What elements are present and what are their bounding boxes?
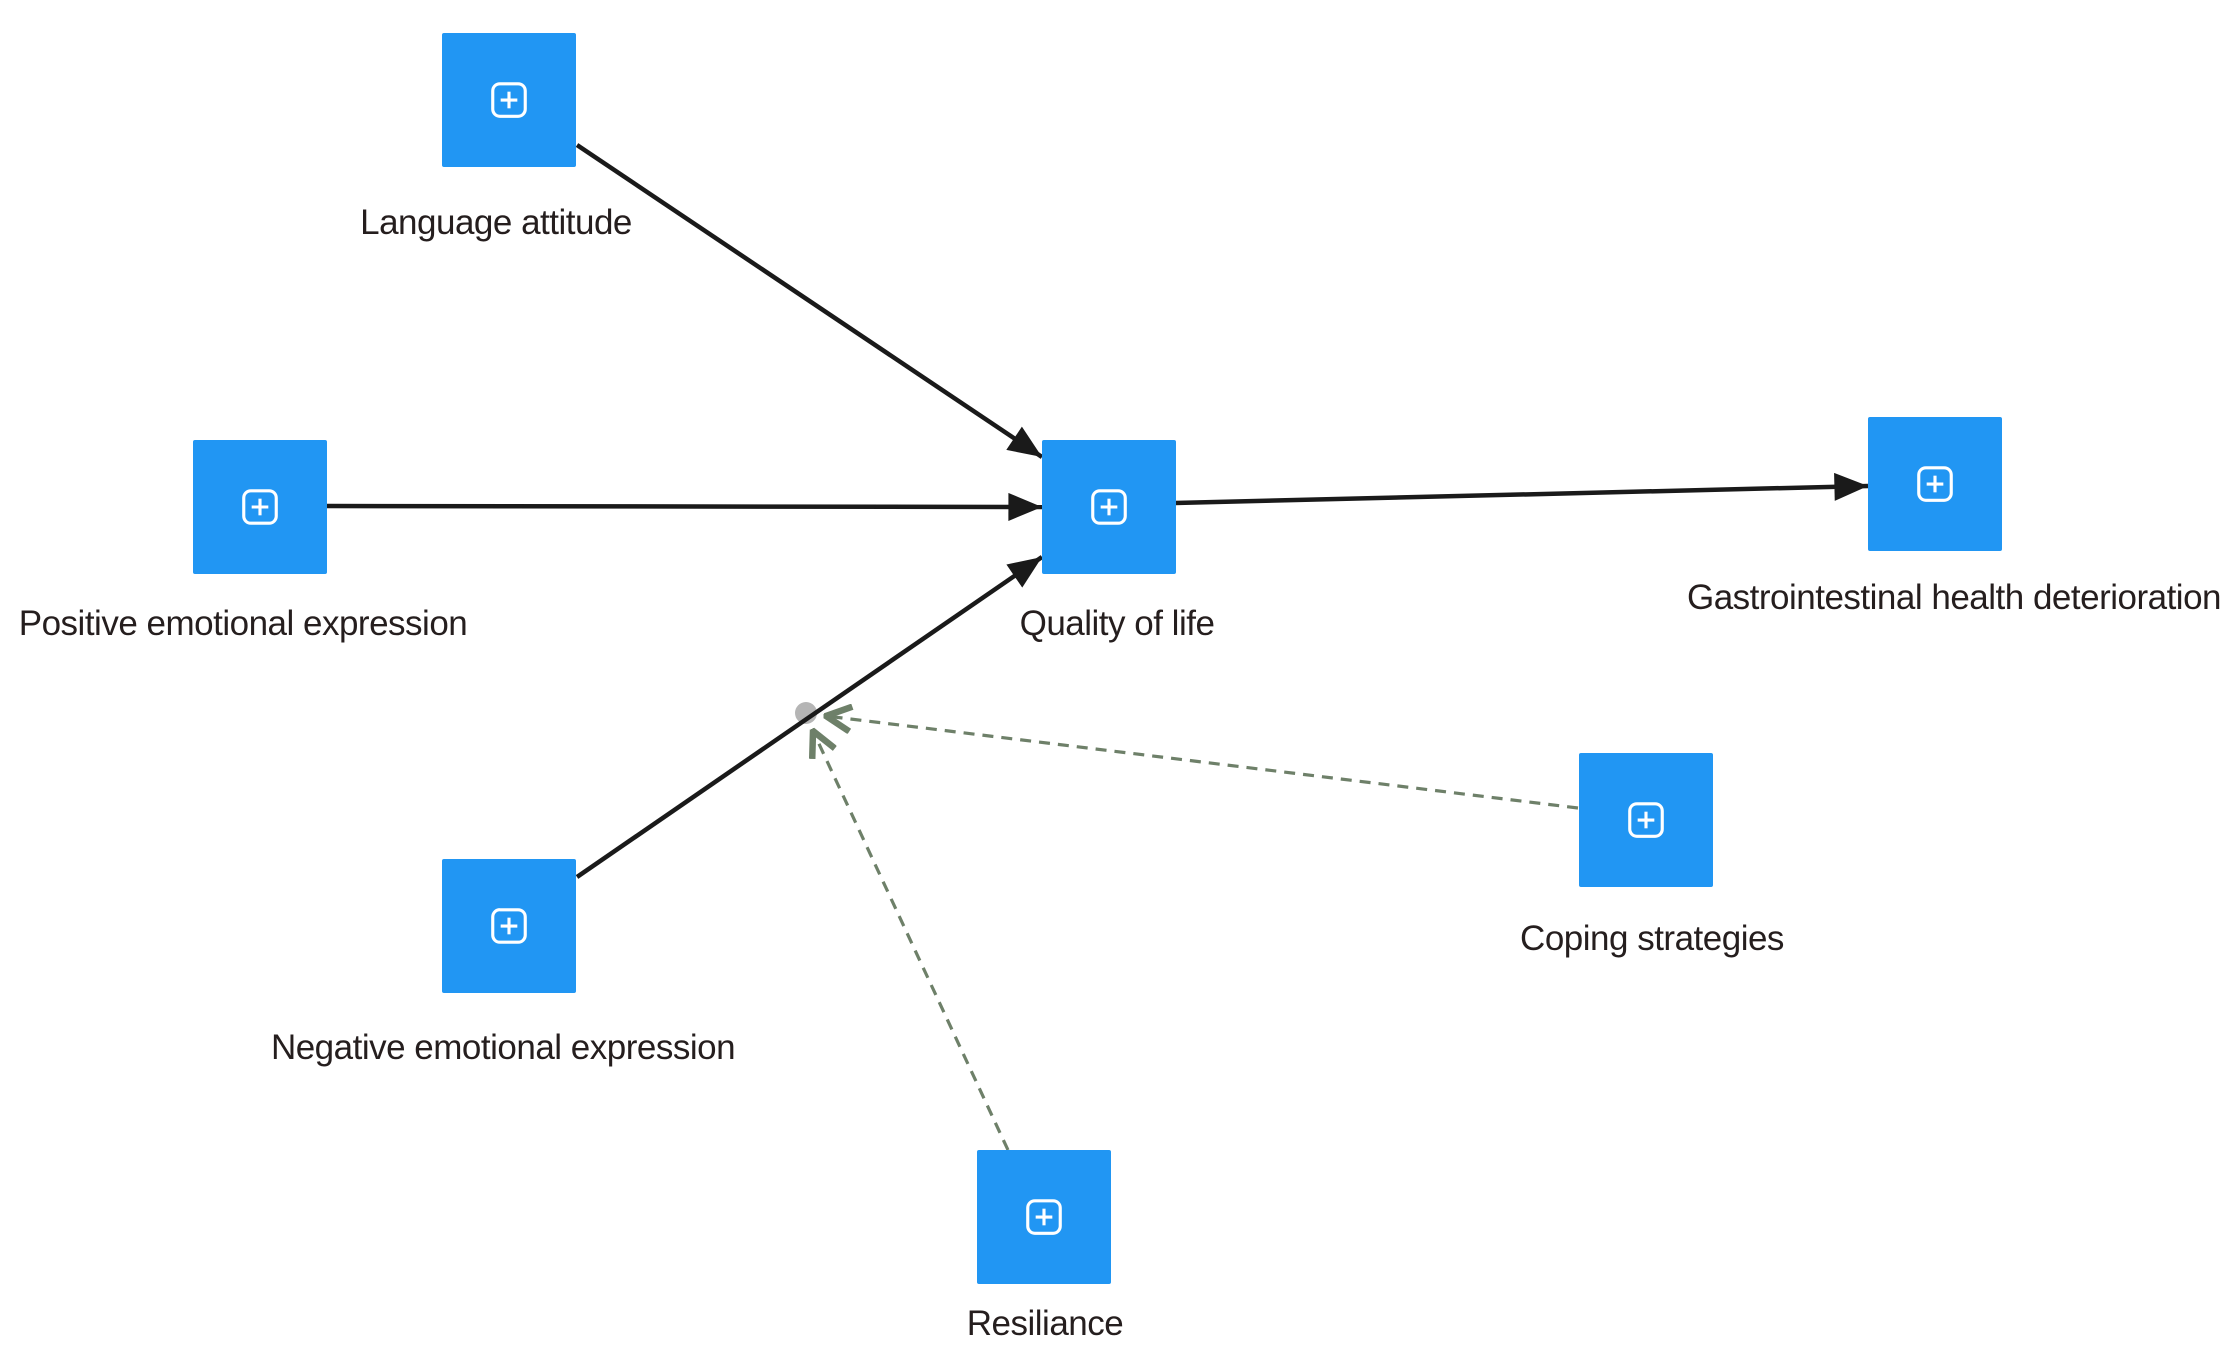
plus-square-icon xyxy=(1628,802,1664,838)
resiliance-moderation-arrow[interactable] xyxy=(813,731,1010,1151)
quality-of-life-node[interactable] xyxy=(1042,440,1176,574)
negative-emotional-expression-to-quality-of-life[interactable] xyxy=(575,555,1044,879)
plus-square-icon xyxy=(1091,489,1127,525)
positive-emotional-expression-label: Positive emotional expression xyxy=(18,604,468,643)
resiliance-node[interactable] xyxy=(977,1150,1111,1284)
moderation-junction-dot[interactable] xyxy=(795,702,817,724)
coping-strategies-node[interactable] xyxy=(1579,753,1713,887)
plus-square-icon xyxy=(491,82,527,118)
language-attitude-to-quality-of-life[interactable] xyxy=(575,143,1044,459)
positive-emotional-expression-to-quality-of-life[interactable] xyxy=(326,492,1043,521)
plus-square-icon xyxy=(491,908,527,944)
language-attitude-node[interactable] xyxy=(442,33,576,167)
coping-strategies-label: Coping strategies xyxy=(1520,919,1784,958)
resiliance-label: Resiliance xyxy=(966,1304,1124,1343)
negative-emotional-expression-node[interactable] xyxy=(442,859,576,993)
quality-of-life-to-gastrointestinal[interactable] xyxy=(1174,472,1869,506)
quality-of-life-label: Quality of life xyxy=(1019,604,1215,643)
gastrointestinal-health-deterioration-label: Gastrointestinal health deterioration xyxy=(1686,578,2222,617)
plus-square-icon xyxy=(1026,1199,1062,1235)
coping-strategies-moderation-arrow[interactable] xyxy=(826,716,1579,810)
positive-emotional-expression-node[interactable] xyxy=(193,440,327,574)
plus-square-icon xyxy=(242,489,278,525)
negative-emotional-expression-label: Negative emotional expression xyxy=(270,1028,736,1067)
plus-square-icon xyxy=(1917,466,1953,502)
gastrointestinal-health-deterioration-node[interactable] xyxy=(1868,417,2002,551)
language-attitude-label: Language attitude xyxy=(360,203,632,242)
